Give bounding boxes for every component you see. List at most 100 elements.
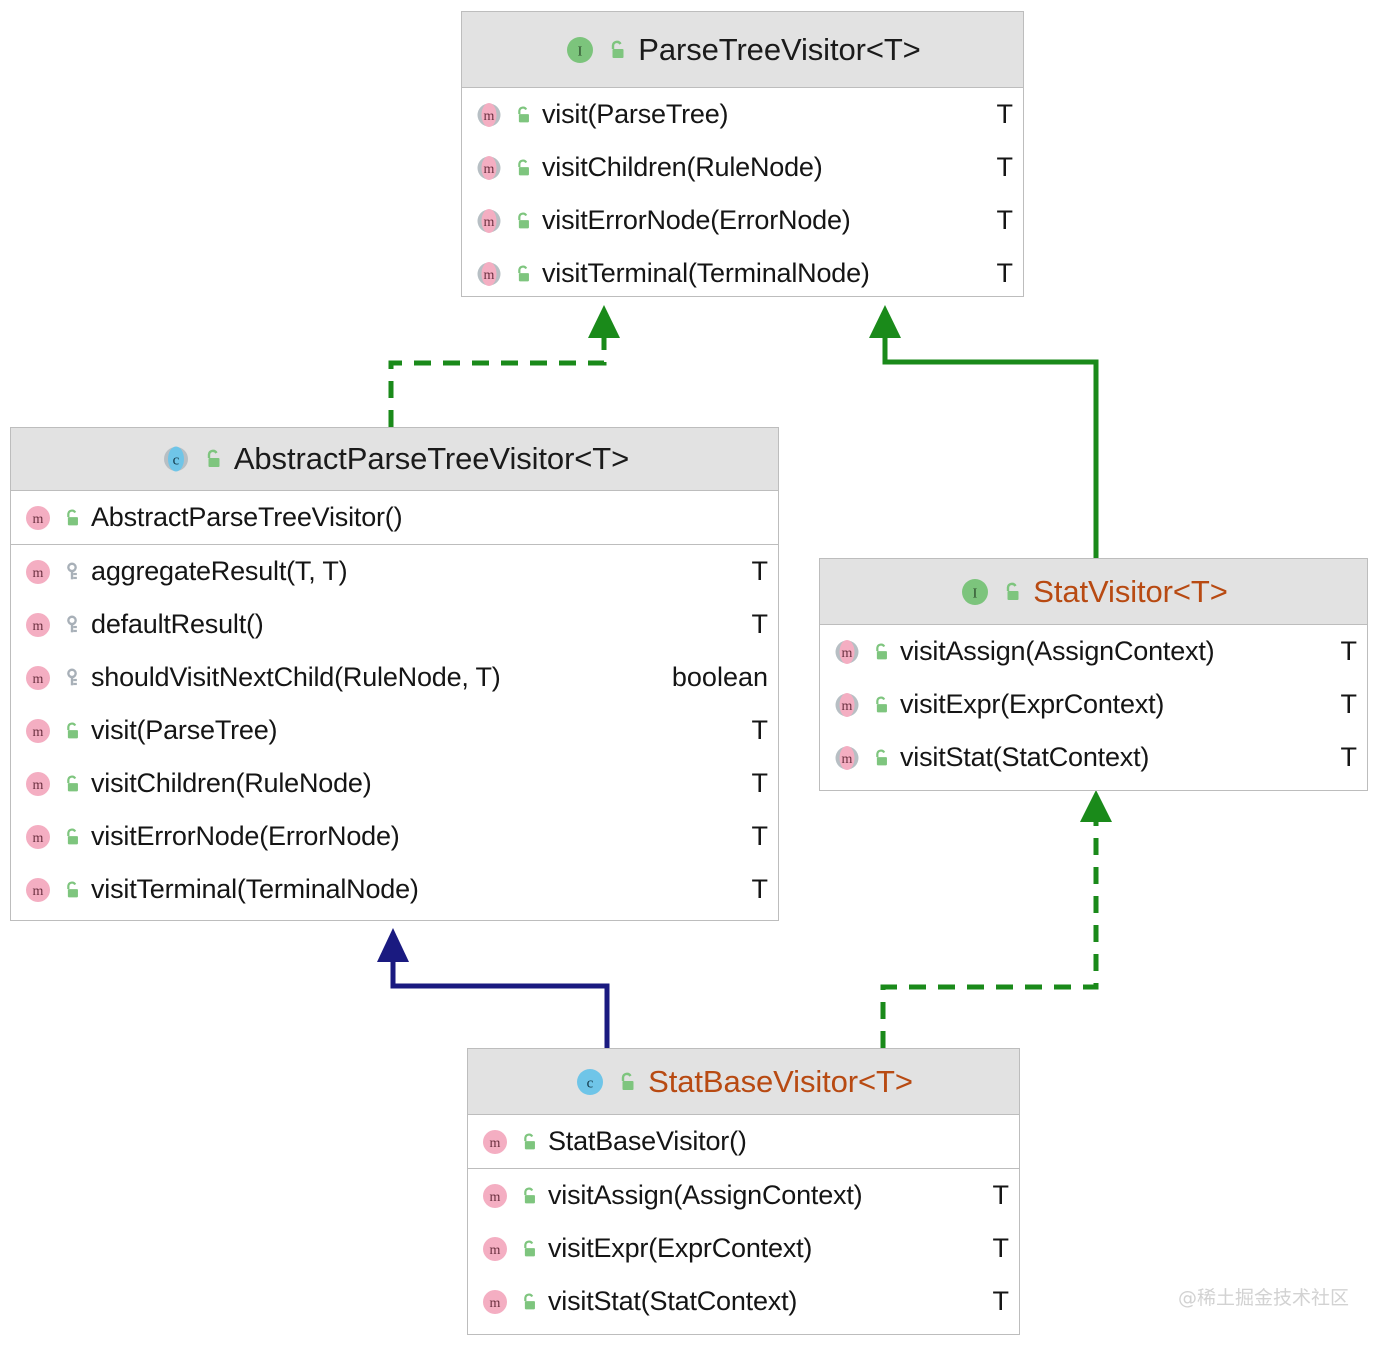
member-signature: visitExpr(ExprContext) bbox=[548, 1233, 813, 1263]
padlock-public-icon bbox=[1000, 580, 1024, 604]
class-box-abstractparsetreevisitor[interactable]: c AbstractParseTreeVisitor<T> m bbox=[10, 427, 779, 921]
member-row[interactable]: m visitAssign(AssignContext) T bbox=[468, 1169, 1019, 1222]
member-return-type: T bbox=[1340, 689, 1358, 719]
member-row[interactable]: m AbstractParseTreeVisitor() bbox=[11, 491, 778, 544]
abstract-method-icon: m bbox=[474, 259, 504, 289]
abstract-method-icon: m bbox=[832, 690, 862, 720]
svg-text:m: m bbox=[842, 646, 853, 661]
abstract-method-icon: m bbox=[474, 206, 504, 236]
method-section: m aggregateResult(T, T) T bbox=[11, 544, 778, 916]
svg-text:m: m bbox=[484, 109, 495, 124]
member-return-type: T bbox=[751, 556, 769, 586]
method-icon: m bbox=[480, 1287, 510, 1317]
class-header-parsetreevisitor: I ParseTreeVisitor<T> bbox=[462, 12, 1023, 88]
interface-icon: I bbox=[564, 34, 596, 66]
member-row[interactable]: m defaultResult() T bbox=[11, 598, 778, 651]
member-return-type: T bbox=[1340, 742, 1358, 772]
member-signature: visitAssign(AssignContext) bbox=[900, 636, 1215, 666]
watermark: @稀土掘金技术社区 bbox=[1178, 1287, 1350, 1309]
member-return-type: T bbox=[996, 258, 1014, 288]
member-row[interactable]: m visitErrorNode(ErrorNode) T bbox=[11, 810, 778, 863]
member-signature: shouldVisitNextChild(RuleNode, T) bbox=[91, 662, 501, 692]
padlock-public-icon bbox=[518, 1238, 540, 1260]
svg-text:m: m bbox=[33, 778, 44, 793]
member-row[interactable]: m visitErrorNode(ErrorNode) T bbox=[462, 194, 1023, 247]
class-box-statbasevisitor[interactable]: c StatBaseVisitor<T> m bbox=[467, 1048, 1020, 1335]
abstract-class-icon: c bbox=[160, 443, 192, 475]
member-row[interactable]: m aggregateResult(T, T) T bbox=[11, 545, 778, 598]
padlock-public-icon bbox=[201, 447, 225, 471]
svg-text:m: m bbox=[33, 884, 44, 899]
member-signature: visitExpr(ExprContext) bbox=[900, 689, 1165, 719]
class-header-statvisitor: I StatVisitor<T> bbox=[820, 559, 1367, 625]
padlock-public-icon bbox=[870, 747, 892, 769]
member-row[interactable]: m shouldVisitNextChild(RuleNode, T) bool… bbox=[11, 651, 778, 704]
member-return-type: boolean bbox=[671, 662, 768, 692]
svg-text:m: m bbox=[484, 215, 495, 230]
padlock-public-icon bbox=[61, 879, 83, 901]
member-row[interactable]: m visitExpr(ExprContext) T bbox=[820, 678, 1367, 731]
member-return-type: T bbox=[992, 1233, 1010, 1263]
member-signature: visitStat(StatContext) bbox=[900, 742, 1150, 772]
member-return-type: T bbox=[1340, 636, 1358, 666]
method-section: m visitAssign(AssignContext) T m bbox=[468, 1168, 1019, 1328]
member-signature: StatBaseVisitor() bbox=[548, 1126, 747, 1156]
method-icon: m bbox=[23, 557, 53, 587]
class-icon: c bbox=[574, 1066, 606, 1098]
abstract-method-icon: m bbox=[832, 637, 862, 667]
svg-text:m: m bbox=[33, 512, 44, 527]
member-row[interactable]: m StatBaseVisitor() bbox=[468, 1115, 1019, 1168]
relation-statvisitor-extends-parsetreevisitor[interactable] bbox=[869, 305, 1099, 558]
member-row[interactable]: m visitTerminal(TerminalNode) T bbox=[462, 247, 1023, 300]
class-header-abstractparsetreevisitor: c AbstractParseTreeVisitor<T> bbox=[11, 428, 778, 491]
svg-text:m: m bbox=[33, 831, 44, 846]
member-row[interactable]: m visitAssign(AssignContext) T bbox=[820, 625, 1367, 678]
padlock-public-icon bbox=[870, 641, 892, 663]
member-row[interactable]: m visitChildren(RuleNode) T bbox=[462, 141, 1023, 194]
padlock-public-icon bbox=[61, 773, 83, 795]
padlock-public-icon bbox=[61, 826, 83, 848]
member-signature: visitStat(StatContext) bbox=[548, 1286, 798, 1316]
member-signature: visit(ParseTree) bbox=[91, 715, 278, 745]
abstract-method-icon: m bbox=[474, 100, 504, 130]
method-icon: m bbox=[23, 875, 53, 905]
class-title-abstractparsetreevisitor: AbstractParseTreeVisitor<T> bbox=[233, 441, 630, 476]
member-row[interactable]: m visit(ParseTree) T bbox=[11, 704, 778, 757]
method-icon: m bbox=[23, 663, 53, 693]
class-title-parsetreevisitor: ParseTreeVisitor<T> bbox=[638, 31, 921, 67]
key-protected-icon bbox=[61, 667, 83, 689]
svg-text:c: c bbox=[173, 453, 180, 469]
padlock-public-icon bbox=[870, 694, 892, 716]
member-row[interactable]: m visitChildren(RuleNode) T bbox=[11, 757, 778, 810]
member-return-type: T bbox=[996, 152, 1014, 182]
padlock-public-icon bbox=[512, 263, 534, 285]
key-protected-icon bbox=[61, 614, 83, 636]
relation-statbasevisitor-extends-abstractparsetreevisitor[interactable] bbox=[377, 928, 610, 1048]
constructor-section: m StatBaseVisitor() bbox=[468, 1115, 1019, 1168]
svg-text:I: I bbox=[578, 44, 583, 59]
member-row[interactable]: m visitStat(StatContext) T bbox=[820, 731, 1367, 784]
svg-text:c: c bbox=[587, 1075, 594, 1091]
member-row[interactable]: m visitExpr(ExprContext) T bbox=[468, 1222, 1019, 1275]
method-section: m visit(ParseTree) T m bbox=[462, 88, 1023, 300]
interface-icon: I bbox=[959, 576, 991, 608]
padlock-public-icon bbox=[605, 38, 629, 62]
method-icon: m bbox=[23, 610, 53, 640]
abstract-method-icon: m bbox=[832, 743, 862, 773]
class-box-parsetreevisitor[interactable]: I ParseTreeVisitor<T> m bbox=[461, 11, 1024, 297]
relation-statbasevisitor-implements-statvisitor[interactable] bbox=[880, 790, 1112, 1048]
method-icon: m bbox=[23, 769, 53, 799]
abstract-method-icon: m bbox=[474, 153, 504, 183]
member-row[interactable]: m visit(ParseTree) T bbox=[462, 88, 1023, 141]
relation-abstractparsetreevisitor-implements-parsetreevisitor[interactable] bbox=[388, 305, 620, 427]
member-return-type: T bbox=[992, 1180, 1010, 1210]
member-signature: visitTerminal(TerminalNode) bbox=[91, 874, 419, 904]
method-icon: m bbox=[23, 716, 53, 746]
member-row[interactable]: m visitStat(StatContext) T bbox=[468, 1275, 1019, 1328]
padlock-public-icon bbox=[512, 210, 534, 232]
method-icon: m bbox=[480, 1234, 510, 1264]
class-box-statvisitor[interactable]: I StatVisitor<T> m bbox=[819, 558, 1368, 791]
member-return-type: T bbox=[992, 1286, 1010, 1316]
member-row[interactable]: m visitTerminal(TerminalNode) T bbox=[11, 863, 778, 916]
member-return-type: T bbox=[751, 874, 769, 904]
